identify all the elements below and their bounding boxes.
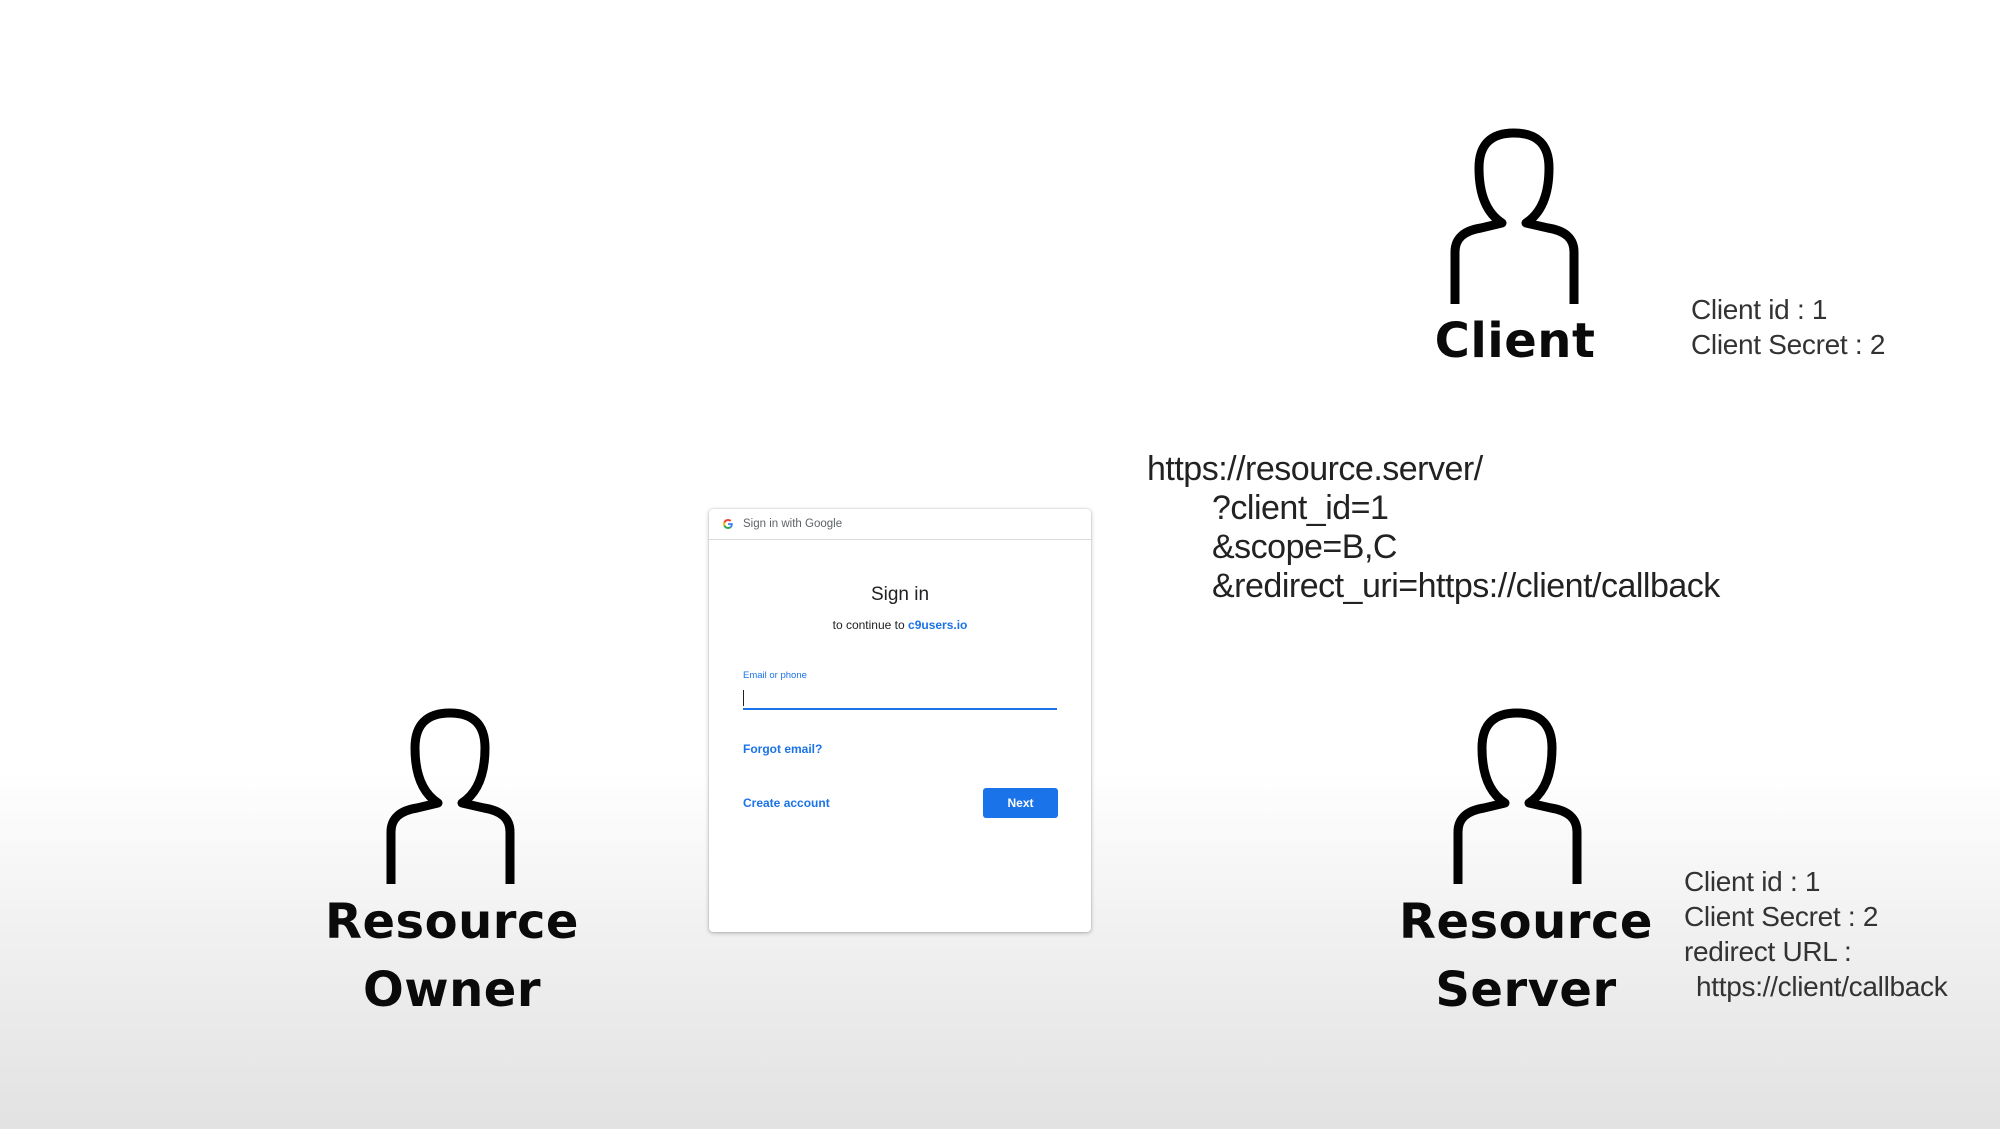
server-registered-client: Client id : 1 Client Secret : 2 redirect… (1684, 864, 1948, 1004)
resource-server-actor-icon (1450, 708, 1585, 886)
client-secret-text: Client Secret : 2 (1691, 329, 1886, 360)
signin-subtitle-prefix: to continue to (832, 618, 905, 632)
google-signin-dialog: Sign in with Google Sign in to continue … (709, 509, 1091, 932)
next-button[interactable]: Next (983, 788, 1058, 818)
create-account-link[interactable]: Create account (743, 796, 830, 810)
server-client-id-text: Client id : 1 (1684, 866, 1821, 897)
signin-dialog-header: Sign in with Google (709, 509, 1091, 540)
url-base: https://resource.server/ (1147, 450, 1483, 488)
person-icon (1453, 708, 1582, 884)
resource-server-label: Resource Server (1376, 888, 1676, 1024)
resource-owner-label: Resource Owner (302, 888, 602, 1024)
authorization-url: https://resource.server/ ?client_id=1 &s… (1147, 450, 1720, 606)
resource-owner-actor-icon (383, 708, 518, 886)
url-param-redirect-uri: &redirect_uri=https://client/callback (1212, 567, 1720, 605)
resource-server-label-line2: Server (1435, 962, 1617, 1018)
google-g-icon (723, 519, 733, 529)
forgot-email-link[interactable]: Forgot email? (743, 742, 823, 756)
client-actor-icon (1447, 128, 1582, 306)
signin-subtitle: to continue to c9users.io (709, 618, 1091, 632)
text-cursor (743, 690, 744, 706)
client-label: Client (1434, 313, 1596, 369)
url-param-client-id: ?client_id=1 (1212, 489, 1389, 527)
resource-server-label-line1: Resource (1399, 894, 1653, 950)
server-redirect-value: https://client/callback (1696, 971, 1948, 1002)
resource-owner-label-line2: Owner (362, 962, 542, 1018)
server-redirect-label: redirect URL : (1684, 936, 1852, 967)
email-field-label: Email or phone (743, 670, 807, 681)
server-client-secret-text: Client Secret : 2 (1684, 901, 1879, 932)
client-id-text: Client id : 1 (1691, 294, 1828, 325)
resource-owner-label-line1: Resource (325, 894, 579, 950)
email-field[interactable] (743, 686, 1057, 710)
signin-subtitle-link[interactable]: c9users.io (908, 618, 968, 632)
client-credentials: Client id : 1 Client Secret : 2 (1691, 292, 1885, 362)
person-icon (1450, 128, 1579, 304)
signin-title: Sign in (870, 584, 930, 605)
url-param-scope: &scope=B,C (1212, 528, 1397, 566)
person-icon (386, 708, 515, 884)
signin-header-text: Sign in with Google (743, 518, 843, 530)
